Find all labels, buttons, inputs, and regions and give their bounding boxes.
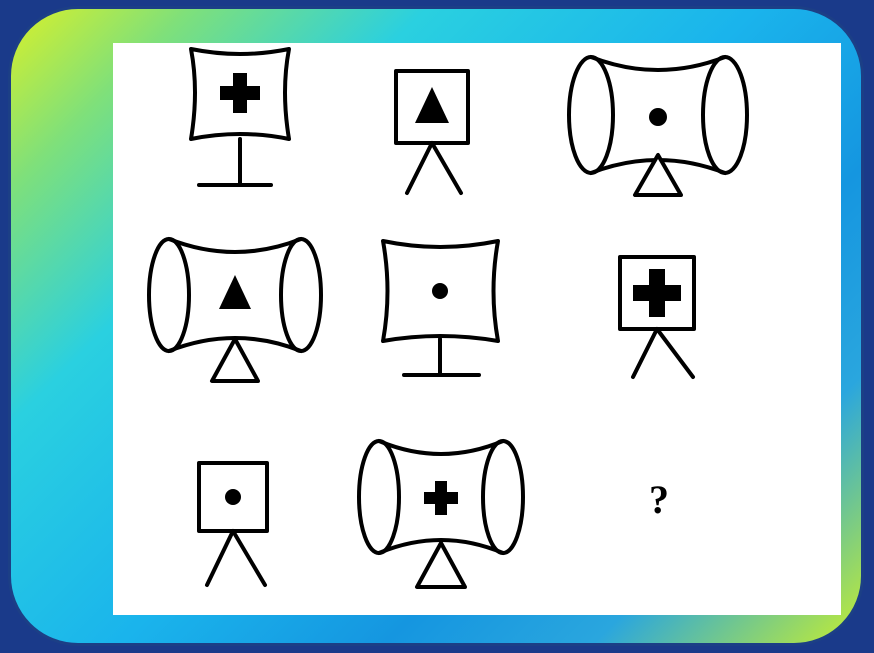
question-mark: ? [649, 477, 669, 522]
tripod-leg-right [432, 143, 461, 193]
tripod-leg-right [657, 329, 693, 377]
figure-r3c1 [199, 463, 267, 585]
triangle-symbol [219, 275, 251, 309]
drum-right-cap [281, 239, 321, 351]
figure-r1c3 [569, 57, 747, 195]
drum-left-cap [569, 57, 613, 173]
tripod-leg-left [407, 143, 432, 193]
dot-symbol [432, 283, 448, 299]
drum-left-cap [149, 239, 189, 351]
puzzle-figure: ? [113, 43, 841, 615]
drum-right-cap [703, 57, 747, 173]
tripod-leg-left [207, 531, 233, 585]
drum-left-cap [359, 441, 399, 553]
triangle-base [417, 543, 465, 587]
figure-r2c3 [620, 257, 694, 377]
tripod-leg-right [233, 531, 265, 585]
dot-symbol [649, 108, 667, 126]
triangle-symbol [415, 87, 449, 123]
cross-symbol-h [424, 492, 458, 504]
cross-symbol-h [220, 86, 260, 100]
cross-symbol-h [633, 285, 681, 301]
triangle-base [212, 339, 258, 381]
figure-r1c2 [396, 71, 468, 193]
gradient-panel: ? [8, 6, 864, 646]
figure-r2c2 [383, 241, 498, 375]
dot-symbol [225, 489, 241, 505]
puzzle-canvas: ? [113, 43, 841, 615]
figure-r3c3-missing: ? [649, 477, 669, 522]
tripod-leg-left [633, 329, 657, 377]
figure-r1c1 [191, 49, 289, 185]
figure-r3c2 [359, 441, 523, 587]
figure-r2c1 [149, 239, 321, 381]
drum-right-cap [483, 441, 523, 553]
